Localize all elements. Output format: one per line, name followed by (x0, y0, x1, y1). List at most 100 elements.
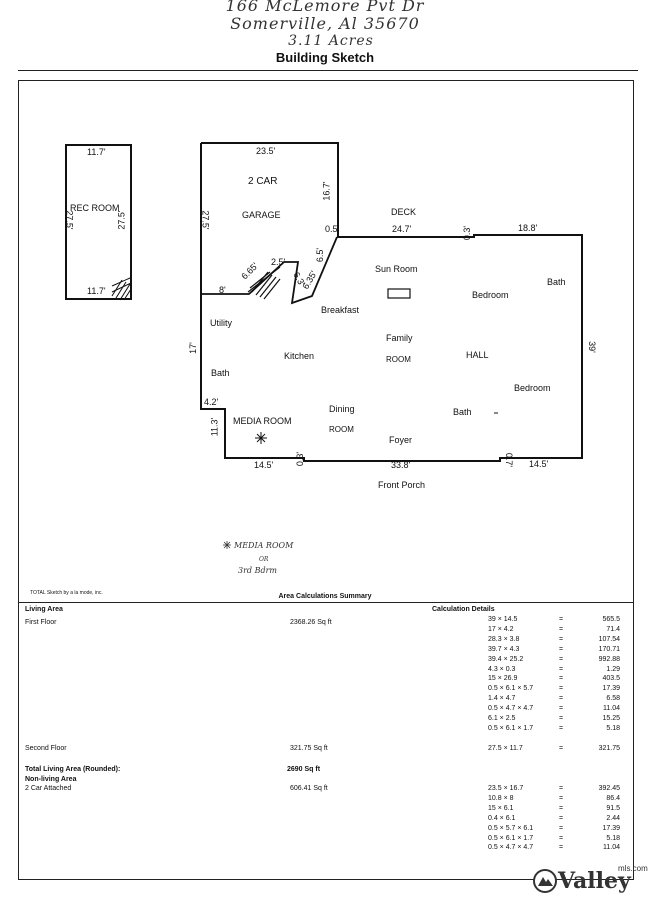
room-bath-2: Bath (211, 368, 230, 378)
valley-logo-icon (533, 869, 557, 893)
room-family: Family (386, 333, 413, 343)
total-living-label: Total Living Area (Rounded): (25, 766, 121, 773)
dim-garage-left: 27.5' (200, 210, 211, 230)
media-star-marker (255, 432, 267, 444)
calc-val: 392.45 (598, 785, 620, 792)
dim-garage-top: 23.5' (256, 146, 276, 156)
calc-expr: 17 × 4.2 (488, 625, 514, 633)
dim-left-17: 17' (187, 342, 198, 354)
dim-rec-right: 27.5' (116, 210, 127, 230)
calc-val: 15.25 (602, 715, 620, 722)
calc-val: 403.5 (602, 675, 620, 683)
dim-bottom-338: 33.8' (391, 460, 411, 470)
calc-val: 86.4 (606, 794, 620, 802)
room-breakfast: Breakfast (321, 305, 360, 315)
handwritten-acres: 3.11 Acres (288, 33, 374, 49)
calc-expr: 0.5 × 6.1 × 5.7 (488, 685, 534, 693)
dim-bottom-03: 0.3' (295, 451, 306, 467)
main-house-outline (200, 142, 583, 462)
calc-val: 11.04 (603, 844, 620, 852)
calc-expr: 0.5 × 6.1 × 1.7 (488, 834, 534, 842)
calc-expr: 0.5 × 4.7 × 4.7 (488, 844, 534, 852)
note-star-marker (223, 541, 231, 549)
calc-val: 5.18 (606, 724, 620, 732)
calc-expr: 39 × 14.5 (488, 616, 518, 623)
dim-rec-bottom: 11.7' (87, 286, 106, 296)
calc-eq: = (559, 715, 564, 722)
dim-right-39: 39' (586, 341, 597, 353)
room-foyer: Foyer (389, 435, 413, 445)
calc-eq: = (559, 685, 564, 693)
non-living-heading: Non-living Area (25, 776, 77, 783)
calc-val: 565.5 (602, 616, 620, 623)
garage-inner-wall (201, 236, 338, 305)
dim-deck-247: 24.7' (392, 224, 412, 234)
calc-eq: = (559, 616, 564, 623)
room-bedroom-1: Bedroom (472, 290, 509, 300)
dim-sun-65: 6.5' (315, 247, 326, 263)
calc-eq: = (559, 625, 564, 633)
logo-suffix: mls.com (618, 864, 648, 873)
calc-val: 11.04 (603, 705, 620, 713)
calc-expr: 0.5 × 4.7 × 4.7 (488, 705, 534, 713)
calc-eq: = (559, 745, 564, 752)
summary-title: Area Calculations Summary (278, 593, 372, 600)
room-utility: Utility (210, 318, 232, 328)
title-divider (18, 70, 638, 71)
summary-divider (19, 602, 633, 603)
handwritten-media-note: MEDIA ROOM (234, 541, 294, 550)
calc-expr: 39.4 × 25.2 (488, 655, 524, 663)
room-family-room: ROOM (386, 355, 411, 364)
handwritten-address-line2: Somerville, Al 35670 (230, 14, 420, 33)
calc-val: 71.4 (606, 625, 620, 633)
calc-eq: = (559, 635, 564, 643)
dim-stair-25: 2.5' (271, 257, 286, 267)
calc-eq: = (559, 814, 564, 822)
room-media-room: MEDIA ROOM (233, 416, 292, 426)
room-front-porch: Front Porch (378, 480, 426, 490)
calc-eq: = (559, 695, 564, 703)
calc-eq: = (559, 785, 564, 792)
calc-expr: 23.5 × 16.7 (488, 785, 524, 792)
calc-val: 2.44 (606, 814, 620, 822)
room-deck: DECK (391, 207, 417, 217)
calc-val: 5.18 (606, 834, 620, 842)
valley-mls-logo: mls.com Valley (532, 864, 648, 894)
calc-val: 17.39 (602, 824, 620, 832)
calc-eq: = (559, 705, 564, 713)
calc-expr: 6.1 × 2.5 (488, 715, 516, 722)
room-garage: GARAGE (242, 210, 281, 220)
room-dining-room: ROOM (329, 425, 354, 434)
calc-eq: = (559, 665, 564, 673)
dim-media-42: 4.2' (204, 397, 219, 407)
calc-expr: 1.4 × 4.7 (488, 695, 516, 703)
calc-eq: = (559, 844, 564, 852)
sketch-frame (18, 80, 634, 880)
dim-deck-05: 0.5' (325, 224, 340, 234)
dim-bottom-145a: 14.5' (254, 460, 274, 470)
calc-eq: = (559, 724, 564, 732)
room-rec-room: REC ROOM (70, 203, 120, 213)
calc-eq: = (559, 675, 564, 683)
room-bath-3: Bath (453, 407, 472, 417)
total-living-value: 2690 Sq ft (287, 766, 321, 773)
calc-expr: 10.8 × 8 (488, 794, 514, 802)
calc-eq: = (559, 804, 564, 812)
dim-rec-top: 11.7' (87, 147, 106, 157)
calc-val: 91.5 (606, 804, 620, 812)
second-floor-area: 321.75 Sq ft (290, 745, 328, 752)
calc-eq: = (559, 645, 564, 653)
page-title: Building Sketch (275, 50, 375, 65)
dim-media-113: 11.3' (209, 417, 220, 437)
calc-val: 992.88 (598, 655, 620, 663)
two-car-area: 606.41 Sq ft (290, 785, 328, 792)
calc-expr: 15 × 26.9 (488, 675, 518, 683)
software-credit: TOTAL Sketch by a la mode, inc. (30, 590, 103, 596)
room-hall: HALL (466, 350, 489, 360)
rec-room-outline (65, 144, 132, 300)
dim-rec-left: 27.5' (64, 210, 75, 230)
handwritten-bdrm-note: 3rd Bdrm (238, 566, 277, 575)
two-car-label: 2 Car Attached (25, 785, 72, 792)
dim-bottom-145b: 14.5' (529, 459, 549, 469)
floor-plan-drawing (65, 142, 583, 549)
